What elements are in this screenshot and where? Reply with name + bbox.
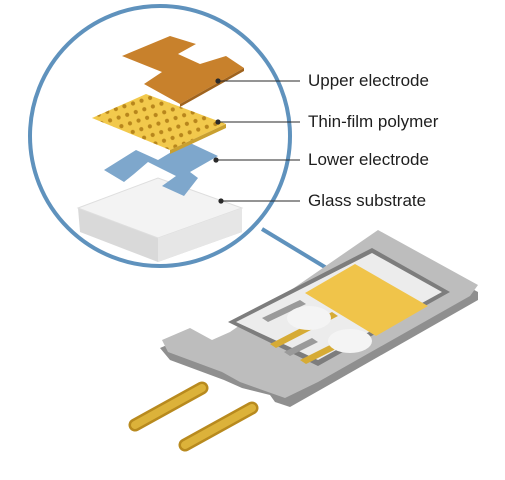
contact-pad-2 <box>328 329 372 353</box>
label-upper-electrode: Upper electrode <box>308 71 429 90</box>
label-thin-film-polymer: Thin-film polymer <box>308 112 439 131</box>
upper-electrode-layer <box>122 36 244 104</box>
contact-pad-1 <box>287 306 331 330</box>
glass-substrate-layer <box>76 177 244 262</box>
lower-electrode-layer <box>104 142 218 196</box>
sensor-chip <box>305 264 428 336</box>
label-lower-electrode: Lower electrode <box>308 150 429 169</box>
leader-lines <box>213 78 300 204</box>
exploded-layers <box>76 36 244 262</box>
connector-pins <box>128 381 259 452</box>
sensor-package <box>128 230 478 452</box>
label-glass-substrate: Glass substrate <box>308 191 427 210</box>
